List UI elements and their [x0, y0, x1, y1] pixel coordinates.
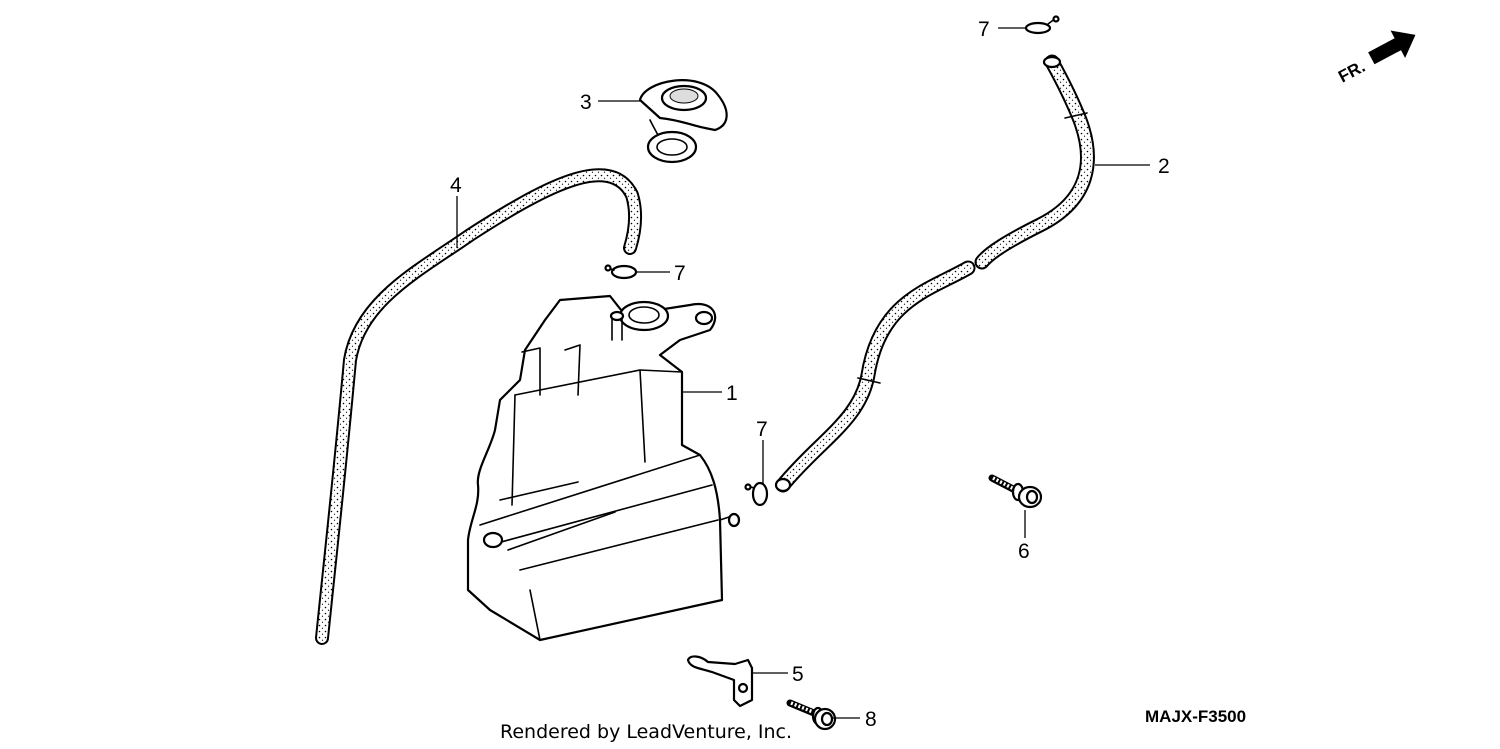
hose-2[interactable]	[774, 54, 1095, 493]
reservoir-cap-3[interactable]	[638, 79, 728, 164]
hose-clip-7-middle[interactable]	[604, 264, 638, 280]
hose-clip-7-lower[interactable]	[744, 481, 769, 507]
callout-5: 5	[792, 663, 804, 686]
callouts: 7 3 2 4 7 1 7 6 5 8	[450, 18, 1170, 731]
callout-7-lower: 7	[756, 418, 768, 441]
reservoir-tank-1[interactable]	[466, 294, 741, 642]
bracket-5[interactable]	[686, 655, 754, 708]
diagram-code: MAJX-F3500	[1145, 707, 1246, 726]
callout-2: 2	[1158, 155, 1170, 178]
callout-7-top: 7	[978, 18, 990, 41]
callout-1: 1	[726, 382, 738, 405]
front-direction-indicator: FR.	[1335, 30, 1416, 87]
callout-3: 3	[580, 91, 592, 114]
callout-6: 6	[1018, 540, 1030, 563]
credit-text: Rendered by LeadVenture, Inc.	[500, 721, 792, 743]
callout-7-middle: 7	[674, 262, 686, 285]
bolt-8[interactable]	[786, 699, 837, 731]
callout-8: 8	[865, 708, 877, 731]
bolt-6[interactable]	[988, 474, 1043, 509]
leader-lines	[456, 27, 1150, 719]
direction-label: FR.	[1335, 57, 1368, 87]
hose-clip-7-top[interactable]	[1024, 15, 1060, 35]
callout-4: 4	[450, 174, 462, 197]
hose-4[interactable]	[315, 168, 643, 645]
